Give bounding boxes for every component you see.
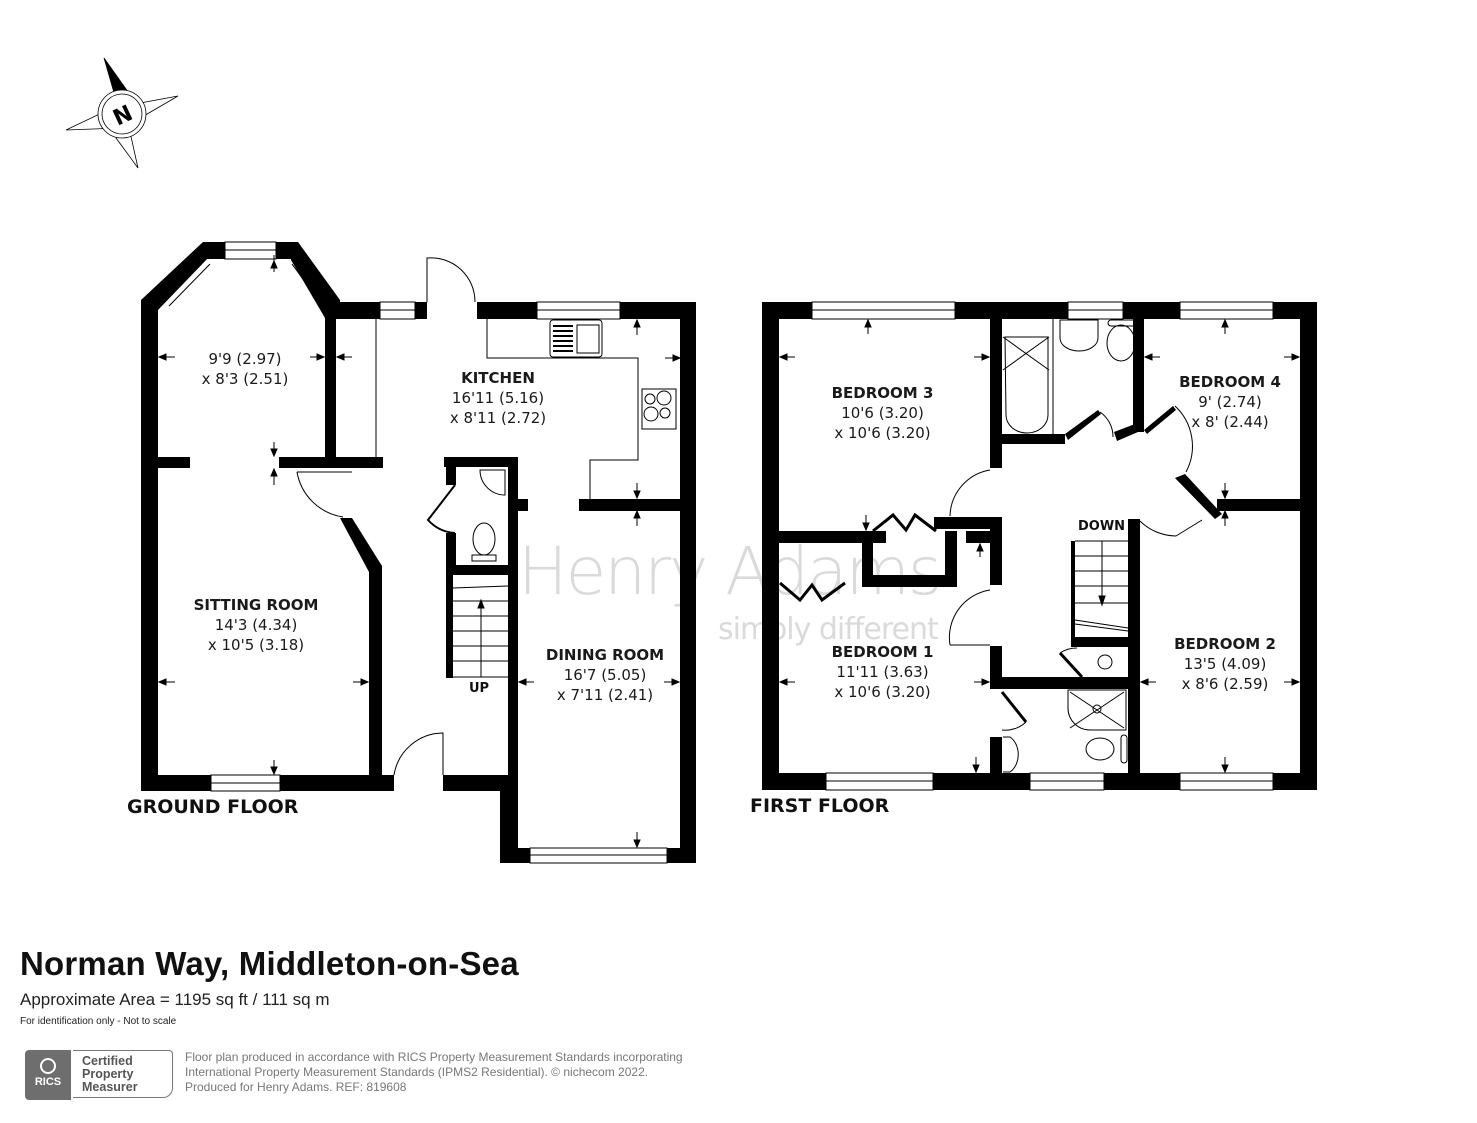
stairs-up-label: UP — [469, 681, 490, 696]
rics-org-label: RICS — [34, 1076, 62, 1088]
certified-measurer-label: Certified Property Measurer — [73, 1050, 173, 1098]
ground-floor-fixtures — [163, 241, 677, 864]
room-dimension: x 8'3 (2.51) — [201, 370, 289, 388]
room-dimension: 11'11 (3.63) — [836, 663, 929, 681]
room-name: BEDROOM 3 — [831, 384, 934, 402]
room-dimension: 9' (2.74) — [1198, 393, 1262, 411]
room-dimension: x 8' (2.44) — [1191, 413, 1269, 431]
rics-logo: RICS — [25, 1050, 71, 1100]
first-floor-label: FIRST FLOOR — [750, 795, 890, 817]
room-dimension: x 8'6 (2.59) — [1181, 675, 1269, 693]
room-bedroom-3: BEDROOM 3 10'6 (3.20) x 10'6 (3.20) — [815, 383, 950, 443]
room-dimension: x 8'11 (2.72) — [449, 409, 547, 427]
room-dimension: 9'9 (2.97) — [208, 350, 282, 368]
room-dimension: 16'11 (5.16) — [451, 389, 545, 407]
footer-line: Floor plan produced in accordance with R… — [185, 1050, 683, 1064]
first-floor-fixtures — [779, 301, 1274, 791]
rics-certified-badge: RICS Certified Property Measurer — [25, 1050, 175, 1100]
room-name: SITTING ROOM — [193, 596, 319, 614]
badge-line: Certified — [82, 1054, 133, 1068]
ground-floor-measure-arrows — [157, 255, 682, 849]
footer-statement: Floor plan produced in accordance with R… — [185, 1050, 683, 1095]
property-area: Approximate Area = 1195 sq ft / 111 sq m — [20, 990, 330, 1009]
stairs-down-label: DOWN — [1078, 519, 1126, 534]
room-bedroom-4: BEDROOM 4 9' (2.74) x 8' (2.44) — [1175, 372, 1285, 432]
room-dimension: 14'3 (4.34) — [214, 616, 298, 634]
ground-floor-walls — [141, 242, 696, 863]
room-bay-area: 9'9 (2.97) x 8'3 (2.51) — [180, 349, 310, 389]
room-dimension: x 10'5 (3.18) — [207, 636, 305, 654]
room-dimension: 10'6 (3.20) — [841, 404, 924, 422]
room-dimension: x 10'6 (3.20) — [834, 683, 931, 701]
room-sitting-room: SITTING ROOM 14'3 (4.34) x 10'5 (3.18) — [180, 595, 332, 655]
ground-floor-label: GROUND FLOOR — [127, 796, 299, 818]
room-name: KITCHEN — [461, 369, 535, 387]
compass-rose-icon: N — [65, 57, 179, 169]
watermark-tagline: simply different — [718, 612, 939, 647]
room-bedroom-2: BEDROOM 2 13'5 (4.09) x 8'6 (2.59) — [1160, 634, 1290, 694]
property-title: Norman Way, Middleton-on-Sea — [20, 945, 519, 982]
room-name: BEDROOM 2 — [1174, 635, 1276, 653]
badge-line: Property — [82, 1067, 134, 1081]
room-dimension: x 7'11 (2.41) — [556, 686, 654, 704]
room-dimension: 16'7 (5.05) — [563, 666, 647, 684]
footer-line: Produced for Henry Adams. REF: 819608 — [185, 1080, 407, 1094]
disclaimer-note: For identification only - Not to scale — [20, 1016, 177, 1027]
rics-crest-icon — [40, 1058, 56, 1074]
footer-line: International Property Measurement Stand… — [185, 1065, 649, 1079]
room-name: DINING ROOM — [545, 646, 665, 664]
room-name: BEDROOM 4 — [1179, 373, 1281, 391]
room-dining-room: DINING ROOM 16'7 (5.05) x 7'11 (2.41) — [530, 645, 680, 705]
room-kitchen: KITCHEN 16'11 (5.16) x 8'11 (2.72) — [438, 368, 558, 428]
room-name: BEDROOM 1 — [831, 643, 934, 661]
room-bedroom-1: BEDROOM 1 11'11 (3.63) x 10'6 (3.20) — [815, 642, 950, 702]
room-dimension: 13'5 (4.09) — [1183, 655, 1267, 673]
first-floor-measure-arrows — [778, 318, 1301, 774]
room-dimension: x 10'6 (3.20) — [834, 424, 931, 442]
badge-line: Measurer — [82, 1080, 138, 1094]
first-floor-walls — [762, 302, 1317, 790]
